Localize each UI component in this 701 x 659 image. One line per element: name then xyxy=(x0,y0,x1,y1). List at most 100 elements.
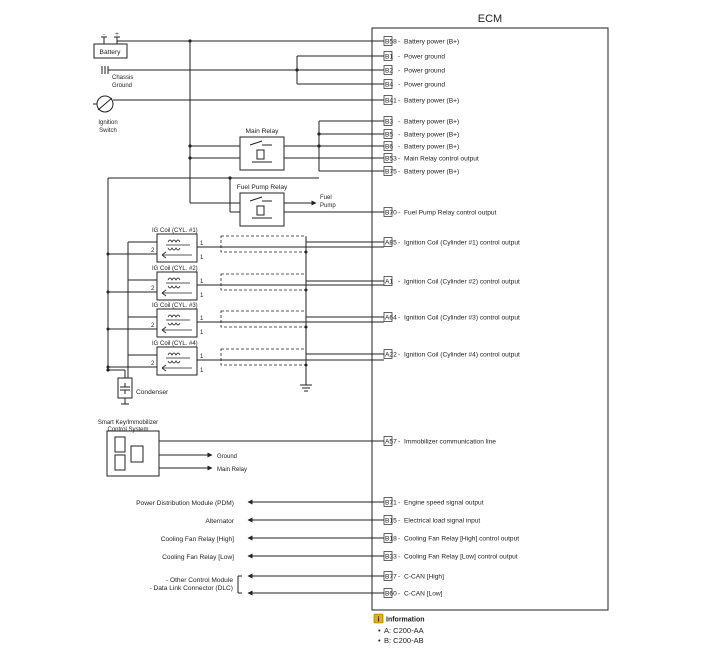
info-title: Information xyxy=(386,617,425,624)
main-relay-label: Main Relay xyxy=(246,128,280,135)
battery-trunk-wire xyxy=(189,41,240,204)
battery-label: Battery xyxy=(100,49,122,56)
battery xyxy=(93,36,384,59)
chassis-ground xyxy=(101,55,384,85)
ecm-pin-dash: - xyxy=(398,155,400,162)
info-item-b: B: C200-AB xyxy=(384,636,424,645)
coil-pin-1-label: 1 xyxy=(200,293,204,299)
condenser xyxy=(108,369,133,405)
ecm-pin-desc: Immobilizer communication line xyxy=(404,438,496,445)
ecm-pin-id: B71 xyxy=(385,499,397,506)
ig-coil-4: IG Coil (CYL. #4)211 xyxy=(106,341,384,398)
alternator-label: Alternator xyxy=(205,518,234,525)
ecm-pin-id: B18 xyxy=(385,535,397,542)
external-wires xyxy=(237,499,384,596)
ecm-pin-dash: - xyxy=(398,499,400,506)
fuel-pump-label-2: Pump xyxy=(320,203,336,209)
ecm-pin-id: B60 xyxy=(385,590,397,597)
ecm-pin-dash: - xyxy=(398,239,400,246)
ecm-pin-desc: Fuel Pump Relay control output xyxy=(404,209,497,216)
ecm-pin-dash: - xyxy=(398,209,400,216)
fuel-pump-label-1: Fuel xyxy=(320,195,332,201)
fuel-pump-relay xyxy=(229,178,384,227)
ecm-pin-desc: Battery power (B+) xyxy=(404,131,459,138)
ig-coil-2: IG Coil (CYL. #2)211 xyxy=(106,266,384,332)
ecm-pin-desc: Ignition Coil (Cylinder #3) control outp… xyxy=(404,314,520,321)
ecm-pin-id: A64 xyxy=(385,314,397,321)
pdm-label: Power Distribution Module (PDM) xyxy=(136,500,234,507)
ecm-pin-id: B5 xyxy=(385,131,393,138)
info-bullet-1: • xyxy=(378,626,381,635)
ecm-pin-row: B75 Battery power (B+)- xyxy=(383,166,459,176)
smart-key-label-2: Control System xyxy=(107,427,148,433)
ecm-pin-dash: - xyxy=(398,351,400,358)
ecm-pin-desc: C-CAN [High] xyxy=(404,573,444,580)
ecm-pin-dash: - xyxy=(398,535,400,542)
ecm-pin-desc: Ignition Coil (Cylinder #2) control outp… xyxy=(404,278,520,285)
ecm-pin-dash: - xyxy=(398,38,400,45)
ecm-pin-dash: - xyxy=(398,278,400,285)
ecm-pin-desc: Cooling Fan Relay [Low] control output xyxy=(404,553,518,560)
ecm-pin-dash: - xyxy=(398,118,400,125)
ecm-pin-id: B6 xyxy=(385,143,393,150)
ecm-pin-row: B33 Cooling Fan Relay [Low] control outpu… xyxy=(383,551,518,561)
condenser-label: Condenser xyxy=(136,389,169,396)
chassis-label-1: Chassis xyxy=(112,75,133,81)
coil-pin-1-label: 1 xyxy=(200,330,204,336)
ecm-pin-desc: Power ground xyxy=(404,81,445,88)
ig-coil-label: IG Coil (CYL. #3) xyxy=(152,303,198,309)
ecm-pin-id: B4 xyxy=(385,81,393,88)
ecm-pin-id: A22 xyxy=(385,351,397,358)
ecm-pin-desc: Cooling Fan Relay [High] control output xyxy=(404,535,519,542)
ecm-pin-id: B70 xyxy=(385,209,397,216)
ecm-pin-dash: - xyxy=(398,168,400,175)
coil-power-wire xyxy=(107,177,319,370)
ecm-pin-id: B15 xyxy=(385,517,397,524)
coil-pin-2-label: 2 xyxy=(151,361,155,367)
coil-pin-1-label: 1 xyxy=(200,368,204,374)
ecm-pin-id: A85 xyxy=(385,239,397,246)
ecm-pin-dash: - xyxy=(398,81,400,88)
ecm-pin-desc: C-CAN [Low] xyxy=(404,590,443,597)
ecm-pin-desc: Battery power (B+) xyxy=(404,97,459,104)
ig-coil-label: IG Coil (CYL. #1) xyxy=(152,228,198,234)
info-icon: i xyxy=(378,617,380,624)
ecm-pin-id: B33 xyxy=(385,553,397,560)
battery-plus-label: + xyxy=(115,32,119,38)
coil-pin-1-label: 1 xyxy=(200,255,204,261)
ecm-pin-desc: Battery power (B+) xyxy=(404,38,459,45)
ecm-pin-dash: - xyxy=(398,517,400,524)
fuel-pump-relay-label: Fuel Pump Relay xyxy=(237,184,288,191)
ig-coil-3: IG Coil (CYL. #3)211 xyxy=(106,303,384,369)
ecm-pin-dash: - xyxy=(398,131,400,138)
ecm-pin-id: B75 xyxy=(385,168,397,175)
battery-minus-label: - xyxy=(103,32,105,38)
ecm-pin-desc: Battery power (B+) xyxy=(404,168,459,175)
ecm-pin-dash: - xyxy=(398,53,400,60)
ecm-pin-dash: - xyxy=(398,143,400,150)
ignition-label-1: Ignition xyxy=(98,120,117,126)
ecm-pin-dash: - xyxy=(398,67,400,74)
smart-key-module xyxy=(106,430,384,477)
ecm-pin-id: B41 xyxy=(385,97,397,104)
ecm-pin-desc: Battery power (B+) xyxy=(404,118,459,125)
information-note: i Information • A: C200-AA • B: C200-AB xyxy=(373,613,425,645)
ecm-pin-id: B58 xyxy=(385,38,397,45)
smart-key-ground-label: Ground xyxy=(217,454,237,460)
ecm-pin-id: B1 xyxy=(385,53,393,60)
ecm-pin-id: B53 xyxy=(385,155,397,162)
ecm-pin-desc: Engine speed signal output xyxy=(404,499,484,506)
ig-coil-1: IG Coil (CYL. #1) 2 1 1 xyxy=(106,228,384,294)
ecm-pin-row: B18 Cooling Fan Relay [High] control outp… xyxy=(383,533,519,543)
coil-pin-2-label: 2 xyxy=(151,248,155,254)
fan-low-label: Cooling Fan Relay [Low] xyxy=(162,554,234,561)
coil-pin-1-label: 1 xyxy=(200,241,204,247)
